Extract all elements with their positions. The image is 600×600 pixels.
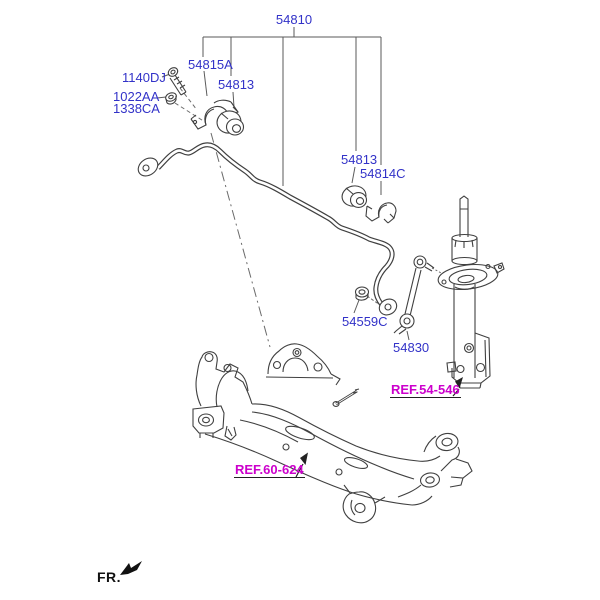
part-callout-1140DJ[interactable]: 1140DJ — [122, 70, 166, 85]
front-direction-arrow-icon — [120, 561, 142, 575]
front-direction-label: FR. — [97, 569, 122, 585]
callout-leader-lines — [156, 27, 410, 341]
clamp-nut-drawing — [165, 92, 177, 105]
link-nut-drawing — [354, 286, 370, 301]
stabilizer-bar-drawing — [137, 142, 398, 316]
left-bushing-drawing — [216, 110, 245, 136]
part-callout-54813-right[interactable]: 54813 — [341, 152, 378, 167]
right-bushing-drawing — [341, 185, 368, 208]
clamp-bolt-drawing — [167, 67, 187, 96]
part-callout-54815A[interactable]: 54815A — [188, 57, 233, 72]
right-bracket-drawing — [365, 202, 397, 224]
strut-drawing — [437, 195, 505, 389]
part-callout-54814C[interactable]: 54814C — [360, 166, 406, 181]
ref-link-54-546[interactable]: REF.54-546 — [390, 382, 461, 398]
part-callout-1338CA[interactable]: 1338CA — [113, 101, 160, 116]
assembly-dashed-lines — [174, 87, 444, 348]
stabilizer-link-drawing — [393, 255, 435, 335]
part-callout-54810[interactable]: 54810 — [275, 12, 313, 27]
ref-pointer-arrows — [295, 377, 463, 478]
part-callout-54559C[interactable]: 54559C — [342, 314, 388, 329]
crossmember-drawing — [192, 343, 473, 524]
part-callout-54830[interactable]: 54830 — [393, 340, 430, 355]
part-callout-54813-left[interactable]: 54813 — [218, 77, 255, 92]
part-callout-1022AA[interactable]: 1022AA — [113, 89, 160, 104]
ref-link-60-624[interactable]: REF.60-624 — [234, 462, 305, 478]
